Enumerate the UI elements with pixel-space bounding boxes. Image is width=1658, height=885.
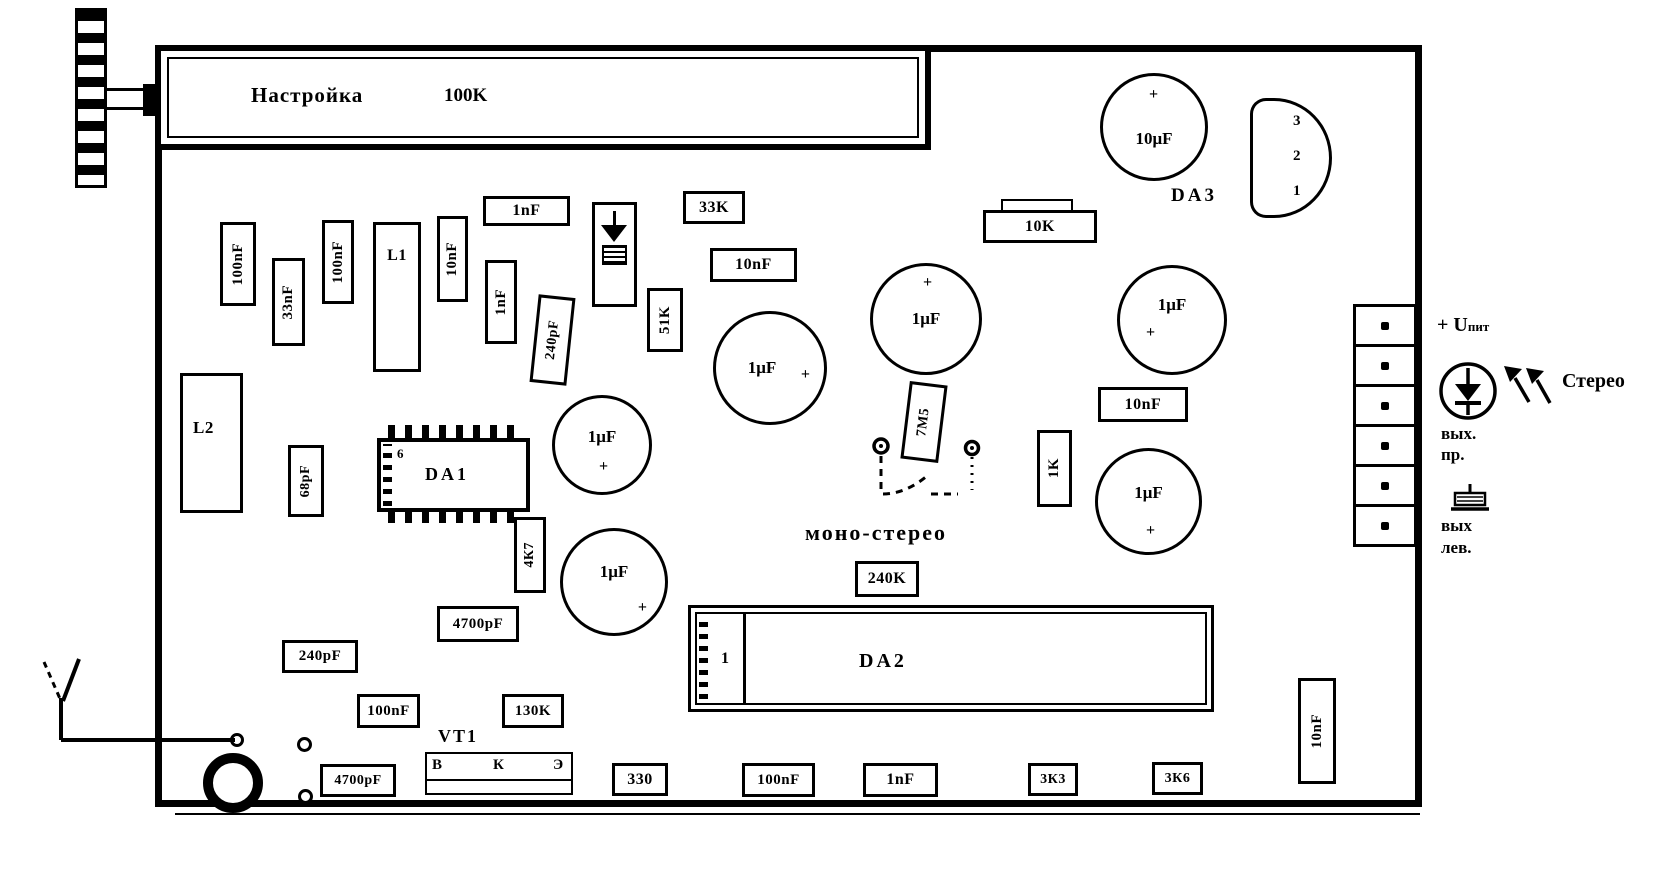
cap-240pf-2: 240pF	[282, 640, 358, 673]
cap-10nf-1: 10nF	[437, 216, 468, 302]
da3-label: DA3	[1171, 185, 1217, 206]
solder-pad-1	[297, 737, 312, 752]
cap-1nf-3: 1nF	[863, 763, 938, 797]
vt1-pin-e: Э	[553, 757, 564, 773]
connector-pad-6	[1353, 504, 1417, 547]
connector-pad-5	[1353, 464, 1417, 507]
out-left-label-line2: лев.	[1441, 538, 1472, 557]
cap-10nf-3: 10nF	[1098, 387, 1188, 422]
edge-connector	[1353, 304, 1417, 547]
ecap-1uf-g: 1μF +	[1095, 448, 1202, 555]
res-330: 330	[612, 763, 668, 796]
ecap-10uf: 10μF +	[1100, 73, 1208, 181]
res-10k: 10K	[983, 210, 1097, 243]
tuning-pot-value: 100K	[444, 85, 488, 106]
da2-inner-frame	[695, 612, 1207, 705]
da2-label: DA2	[859, 650, 907, 672]
res-3k3: 3К3	[1028, 763, 1078, 796]
cap-100nf-3: 100nF	[357, 694, 420, 728]
led-arrows-icon	[1504, 366, 1552, 404]
cap-100nf-1: 100nF	[220, 222, 256, 306]
pad-dot	[1381, 441, 1389, 450]
res-130k: 130K	[502, 694, 564, 728]
cap-33nf: 33nF	[272, 258, 305, 346]
res-33k: 33K	[683, 191, 745, 224]
ecap-1uf-f: 1μF +	[560, 528, 668, 636]
res-240k: 240K	[855, 561, 919, 597]
stereo-label: Стерео	[1562, 370, 1625, 392]
trimmer-triangle	[601, 225, 627, 242]
vt1-pin-k: К	[493, 757, 504, 773]
cap-4700pf-2: 4700pF	[320, 764, 396, 797]
da3-pin-2: 2	[1293, 148, 1301, 164]
res-4k7: 4К7	[514, 517, 546, 593]
cap-68pf: 68pF	[288, 445, 324, 517]
cap-10nf-4: 10nF	[1298, 678, 1336, 784]
res-51k: 51K	[647, 288, 683, 352]
cap-1nf-2: 1nF	[485, 260, 517, 344]
da1-top-pins	[388, 425, 520, 438]
antenna-icon	[42, 658, 235, 742]
ic-da1: 6 DA1	[377, 438, 530, 512]
board-bottom-scanline	[175, 813, 1420, 815]
power-label-main: + U	[1437, 314, 1468, 336]
tuning-pot-block: Настройка 100K	[155, 45, 931, 150]
pad-dot	[1381, 521, 1389, 530]
pad-dot	[1381, 401, 1389, 410]
cap-100nf-4: 100nF	[742, 763, 815, 797]
da1-label: DA1	[425, 464, 469, 484]
led-icon	[1439, 362, 1497, 420]
ic-da2: 1 DA2	[688, 605, 1214, 712]
cap-10nf-2: 10nF	[710, 248, 797, 282]
da3-pin-1: 1	[1293, 183, 1301, 199]
vt1-pin-row: В К Э	[427, 754, 571, 781]
mono-stereo-jumper	[872, 437, 981, 496]
connector-pad-3	[1353, 384, 1417, 427]
cap-1nf-1: 1nF	[483, 196, 570, 226]
mono-stereo-label: моно-стерео	[805, 520, 948, 545]
out-right-label-line2: пр.	[1441, 445, 1465, 464]
out-left-label-line1: вых	[1441, 516, 1472, 535]
power-label-sub: пит	[1467, 319, 1490, 334]
trimmer-stem	[613, 211, 616, 225]
pad-dot	[1381, 481, 1389, 490]
res-1k: 1K	[1037, 430, 1072, 507]
power-label: + Uпит	[1437, 314, 1489, 337]
connector-pad-4	[1353, 424, 1417, 467]
res-3k6: 3К6	[1152, 762, 1203, 795]
mounting-hole-ring	[203, 753, 263, 813]
pad-dot	[1381, 361, 1389, 370]
transistor-vt1: В К Э	[425, 752, 573, 795]
connector-pad-1	[1353, 304, 1417, 347]
da3-pin-3: 3	[1293, 113, 1301, 129]
da2-pin1: 1	[721, 650, 729, 667]
tuning-connector-striped	[75, 8, 107, 188]
pad-dot	[1381, 321, 1389, 330]
da1-pin-mark: 6	[397, 446, 404, 461]
solder-pad-2	[298, 789, 313, 804]
da1-left-hatch	[383, 444, 392, 506]
tuning-connector-link	[105, 88, 157, 110]
cap-4700pf-1: 4700pF	[437, 606, 519, 642]
vt1-pin-b: В	[432, 757, 443, 773]
tuning-pot-label: Настройка	[251, 83, 364, 107]
coil-l1: L1	[373, 222, 421, 372]
ecap-1uf-d: 1μF +	[1117, 265, 1227, 375]
trimmer-capacitor	[592, 202, 637, 307]
vt1-label: VT1	[438, 726, 479, 746]
coil-l2: L2	[180, 373, 243, 513]
trimmer-hatched-plate	[602, 245, 627, 265]
tuning-pot-inner-frame	[167, 57, 919, 138]
ecap-1uf-b: 1μF +	[870, 263, 982, 375]
ecap-1uf-a: 1μF +	[713, 311, 827, 425]
da1-bottom-pins	[388, 512, 520, 523]
out-right-label-line1: вых.	[1441, 424, 1477, 443]
connector-pad-2	[1353, 344, 1417, 387]
ecap-1uf-e: 1μF +	[552, 395, 652, 495]
da2-left-hatch	[699, 618, 708, 699]
cap-100nf-2: 100nF	[322, 220, 354, 304]
tuning-connector-tab	[143, 84, 157, 116]
da2-divider	[743, 614, 746, 703]
ground-plate-icon	[1451, 484, 1489, 511]
